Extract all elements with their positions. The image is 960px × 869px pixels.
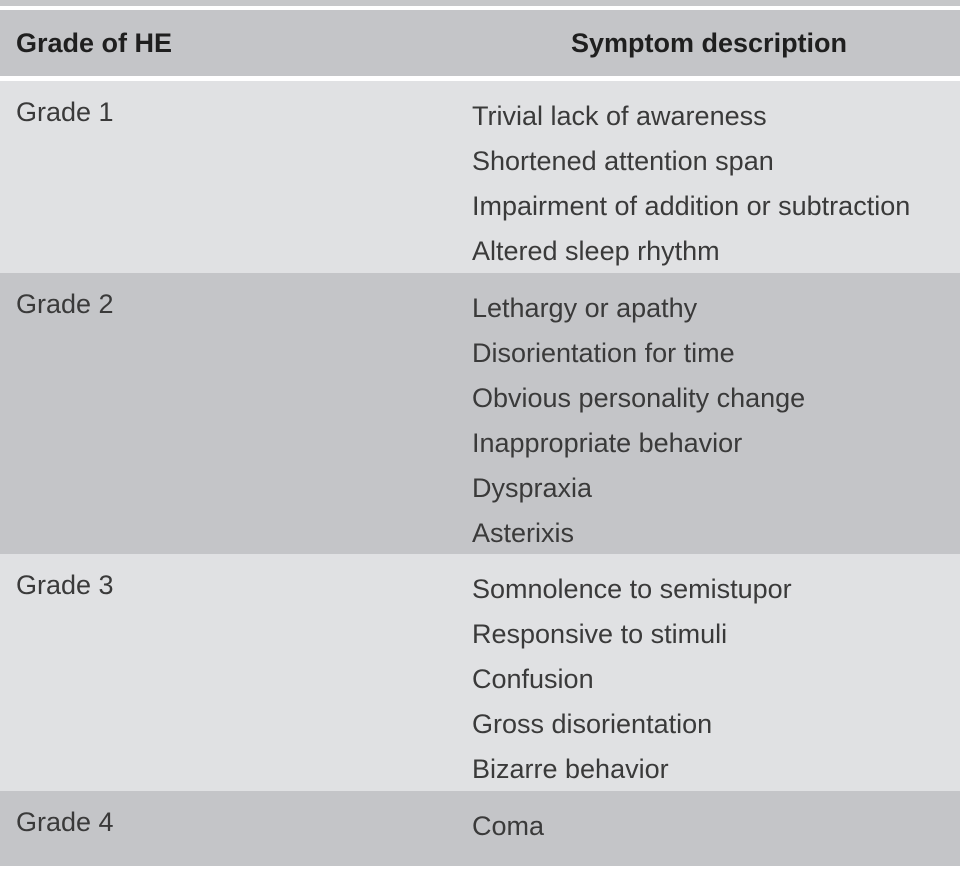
symptom-item: Impairment of addition or subtraction [472,191,911,221]
table-row-grade-4: Grade 4 Coma [0,791,960,866]
symptom-item: Somnolence to semistupor [472,574,792,604]
table-row-grade-1: Grade 1 Trivial lack of awareness Shorte… [0,81,960,273]
symptom-item: Disorientation for time [472,338,735,368]
grade-cell: Grade 1 [16,97,114,127]
table-row-grade-2: Grade 2 Lethargy or apathy Disorientatio… [0,273,960,554]
symptom-item: Inappropriate behavior [472,428,743,458]
symptom-item: Confusion [472,664,594,694]
symptom-item: Obvious personality change [472,383,806,413]
symptom-item: Altered sleep rhythm [472,236,720,266]
symptom-item: Asterixis [472,518,575,548]
header-grade-of-he: Grade of HE [16,28,173,58]
symptom-item: Dyspraxia [472,473,593,503]
symptom-list: Trivial lack of awareness Shortened atte… [472,94,910,274]
table-header [0,10,960,76]
symptom-list: Coma [472,804,544,849]
symptom-item: Coma [472,811,545,841]
grade-cell: Grade 3 [16,570,114,600]
symptom-item: Lethargy or apathy [472,293,698,323]
grade-cell: Grade 2 [16,289,114,319]
symptom-item: Trivial lack of awareness [472,101,767,131]
bottom-margin [0,866,960,869]
symptom-item: Bizarre behavior [472,754,669,784]
top-rule [0,6,960,10]
table-row-grade-3: Grade 3 Somnolence to semistupor Respons… [0,554,960,791]
symptom-item: Responsive to stimuli [472,619,728,649]
header-rule [0,76,960,81]
grade-cell: Grade 4 [16,807,114,837]
symptom-item: Shortened attention span [472,146,774,176]
top-band [0,0,960,6]
symptom-list: Somnolence to semistupor Responsive to s… [472,567,792,792]
symptom-list: Lethargy or apathy Disorientation for ti… [472,286,805,556]
header-symptom-description: Symptom description [571,28,848,58]
symptom-item: Gross disorientation [472,709,713,739]
